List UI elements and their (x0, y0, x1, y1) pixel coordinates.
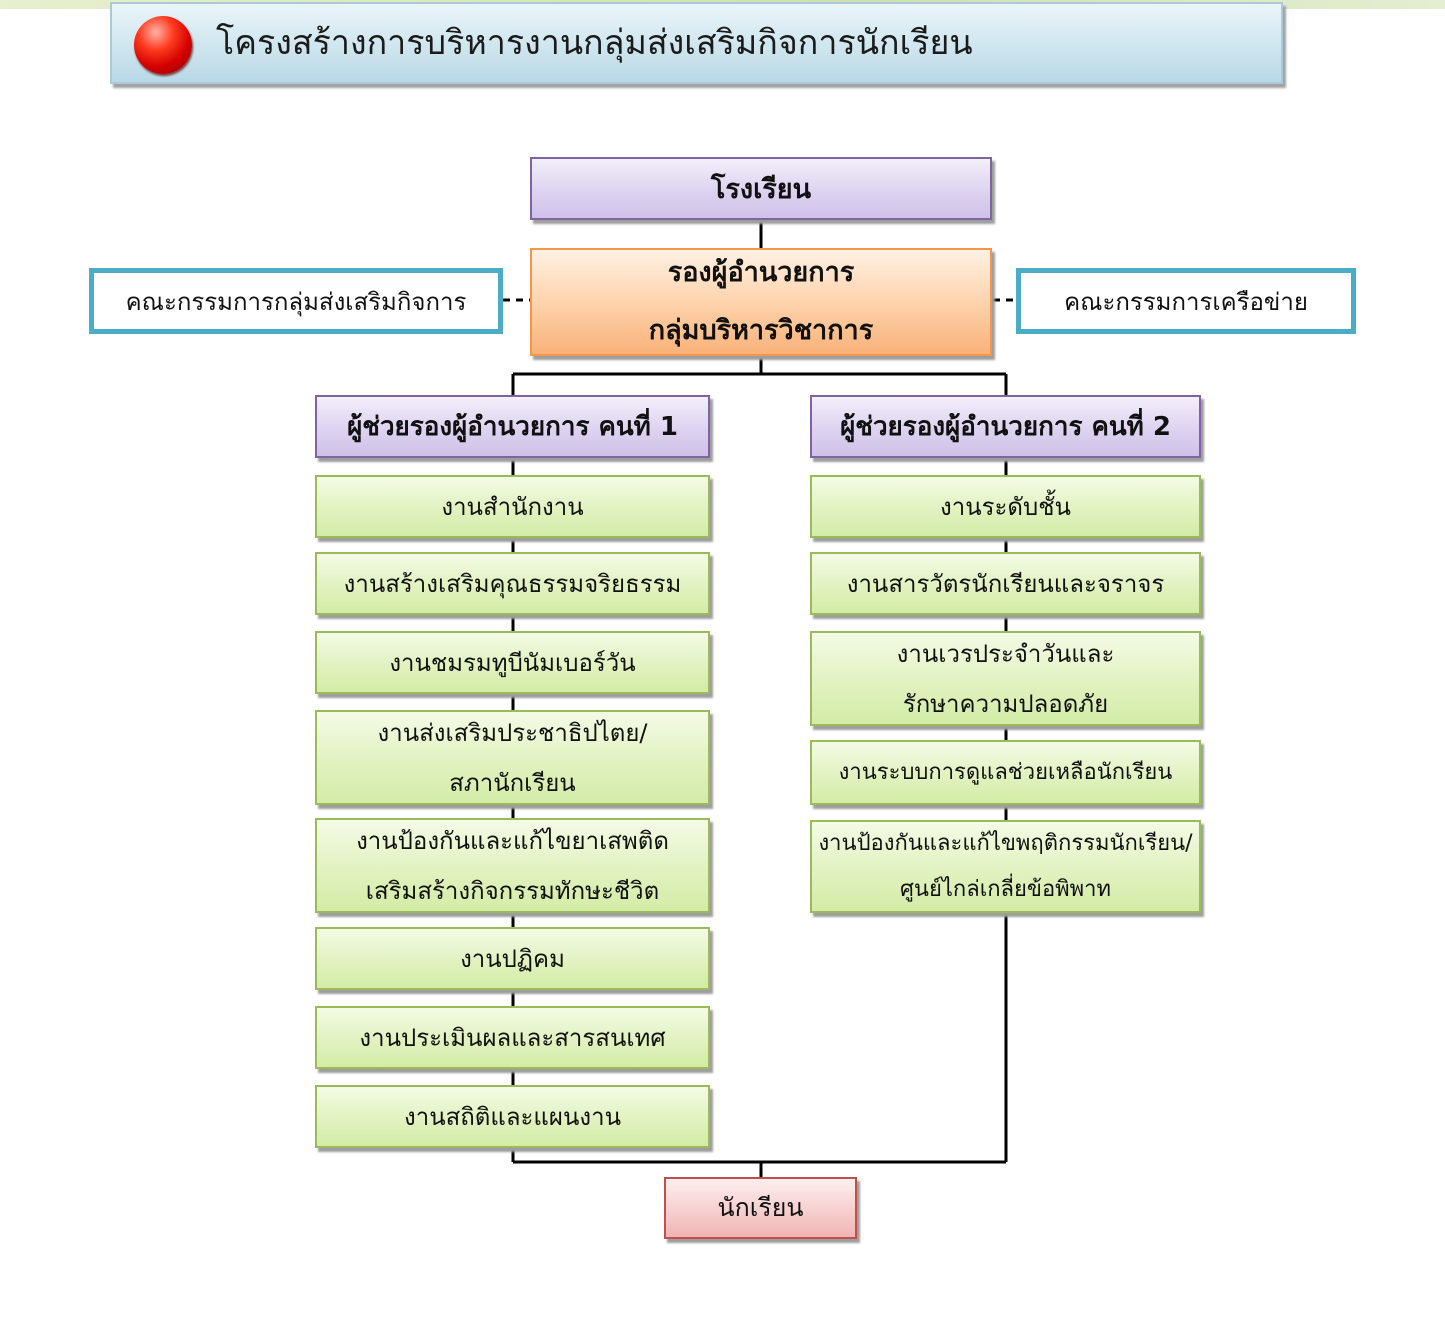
task-left-6-label: งานปฏิคม (460, 944, 565, 973)
box-assistant-1: ผู้ช่วยรองผู้อำนวยการ คนที่ 1 (315, 395, 710, 458)
task-left-8-label: งานสถิติและแผนงาน (404, 1102, 621, 1131)
task-right-4: งานระบบการดูแลช่วยเหลือนักเรียน (810, 740, 1201, 805)
box-school: โรงเรียน (530, 157, 992, 220)
task-right-1: งานระดับชั้น (810, 475, 1201, 538)
committee-left-label: คณะกรรมการกลุ่มส่งเสริมกิจการ (125, 287, 467, 316)
deputy-line-2: กลุ่มบริหารวิชาการ (648, 315, 874, 346)
task-right-4-label: งานระบบการดูแลช่วยเหลือนักเรียน (838, 759, 1173, 785)
task-left-1: งานสำนักงาน (315, 475, 710, 538)
task-right-3: งานเวรประจำวันและ รักษาความปลอดภัย (810, 631, 1201, 726)
task-left-1-label: งานสำนักงาน (441, 492, 584, 521)
students-label: นักเรียน (717, 1193, 804, 1222)
task-right-5-line-2: ศูนย์ไกล่เกลี่ยข้อพิพาท (899, 876, 1112, 902)
task-left-7: งานประเมินผลและสารสนเทศ (315, 1006, 710, 1069)
box-deputy-director: รองผู้อำนวยการ กลุ่มบริหารวิชาการ (530, 248, 992, 356)
task-right-2-label: งานสารวัตรนักเรียนและจราจร (846, 569, 1165, 598)
task-right-5-line-1: งานป้องกันและแก้ไขพฤติกรรมนักเรียน/ (818, 830, 1193, 856)
task-left-6: งานปฏิคม (315, 927, 710, 990)
assistant-2-label: ผู้ช่วยรองผู้อำนวยการ คนที่ 2 (840, 412, 1171, 442)
task-left-5: งานป้องกันและแก้ไขยาเสพติด เสริมสร้างกิจ… (315, 818, 710, 913)
task-right-1-label: งานระดับชั้น (940, 492, 1071, 521)
assistant-1-label: ผู้ช่วยรองผู้อำนวยการ คนที่ 1 (347, 412, 678, 442)
task-right-5: งานป้องกันและแก้ไขพฤติกรรมนักเรียน/ ศูนย… (810, 820, 1201, 913)
task-left-4: งานส่งเสริมประชาธิปไตย/ สภานักเรียน (315, 710, 710, 805)
task-left-2: งานสร้างเสริมคุณธรรมจริยธรรม (315, 552, 710, 615)
task-left-2-label: งานสร้างเสริมคุณธรรมจริยธรรม (343, 569, 682, 598)
title-banner (110, 2, 1283, 84)
box-committee-left: คณะกรรมการกลุ่มส่งเสริมกิจการ (89, 268, 503, 334)
task-right-3-line-2: รักษาความปลอดภัย (902, 689, 1109, 718)
box-assistant-2: ผู้ช่วยรองผู้อำนวยการ คนที่ 2 (810, 395, 1201, 458)
task-left-3: งานชมรมทูบีนัมเบอร์วัน (315, 631, 710, 694)
committee-right-label: คณะกรรมการเครือข่าย (1064, 287, 1308, 316)
deputy-line-1: รองผู้อำนวยการ (667, 257, 855, 288)
task-left-4-line-2: สภานักเรียน (449, 768, 576, 797)
box-students: นักเรียน (664, 1177, 857, 1239)
page-title: โครงสร้างการบริหารงานกลุ่มส่งเสริมกิจการ… (216, 23, 973, 63)
task-left-8: งานสถิติและแผนงาน (315, 1085, 710, 1148)
task-left-4-line-1: งานส่งเสริมประชาธิปไตย/ (377, 718, 648, 747)
task-left-5-line-1: งานป้องกันและแก้ไขยาเสพติด (356, 826, 669, 855)
task-right-3-line-1: งานเวรประจำวันและ (896, 639, 1115, 668)
box-committee-right: คณะกรรมการเครือข่าย (1016, 268, 1356, 334)
task-left-7-label: งานประเมินผลและสารสนเทศ (359, 1023, 666, 1052)
task-right-2: งานสารวัตรนักเรียนและจราจร (810, 552, 1201, 615)
red-bullet-icon (134, 16, 192, 74)
box-school-label: โรงเรียน (710, 174, 812, 205)
task-left-5-line-2: เสริมสร้างกิจกรรมทักษะชีวิต (365, 876, 660, 905)
task-left-3-label: งานชมรมทูบีนัมเบอร์วัน (389, 648, 636, 677)
